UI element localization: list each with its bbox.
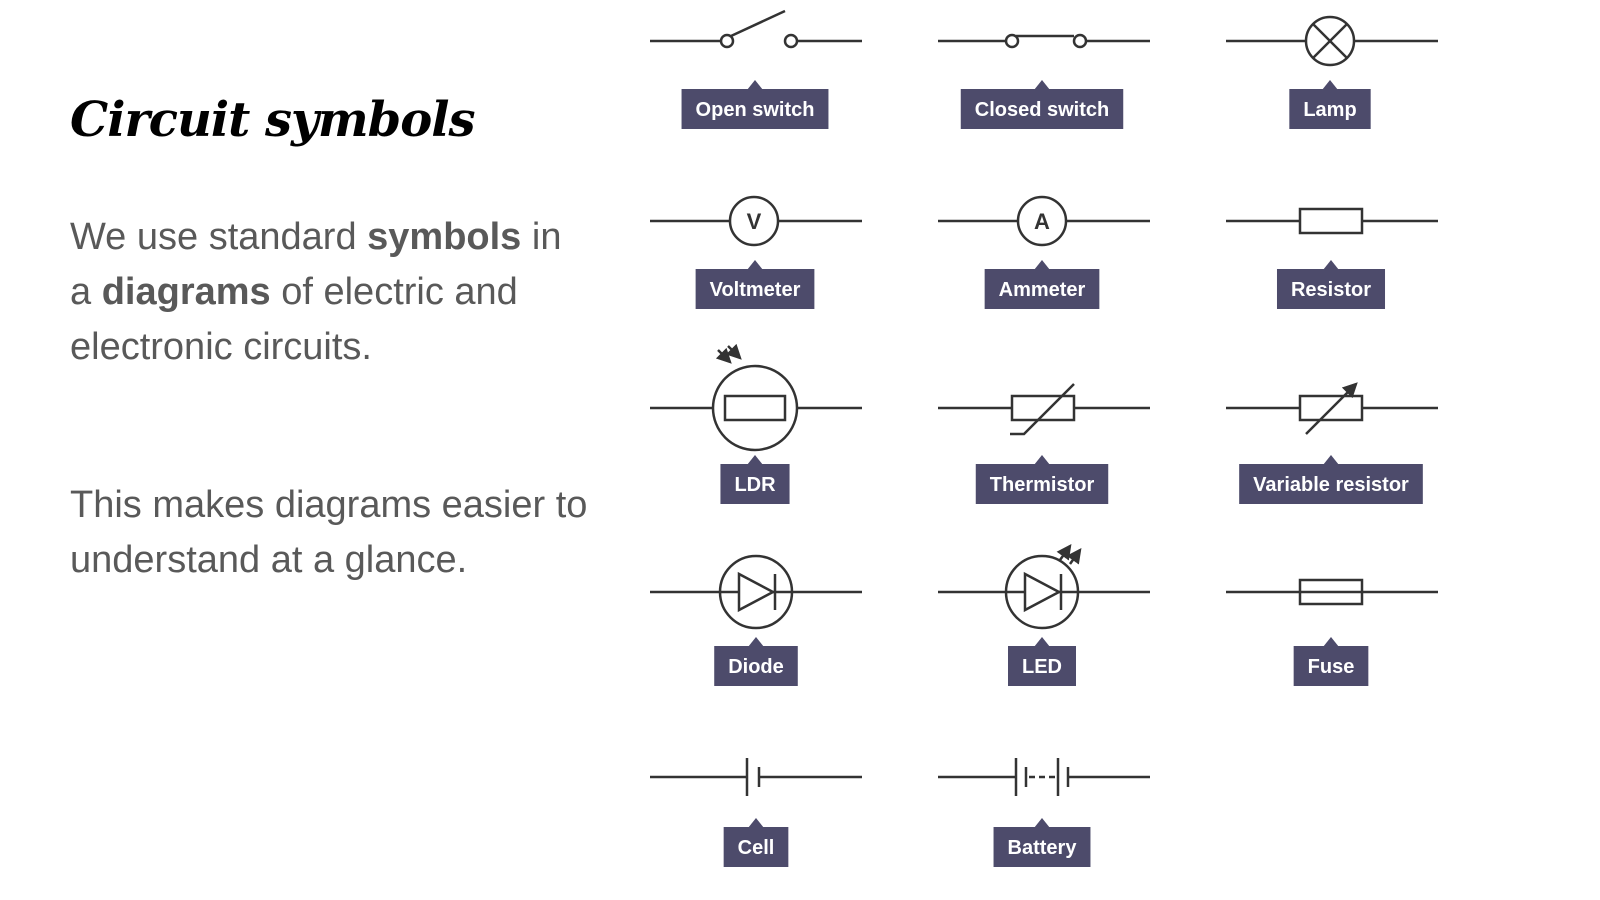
symbol-label-text: Voltmeter xyxy=(710,279,801,301)
symbol-label: LDR xyxy=(720,455,790,504)
battery-icon xyxy=(938,758,1150,796)
closed-switch-icon xyxy=(938,33,1150,49)
fuse-icon xyxy=(1226,578,1438,606)
symbol-label-text: Thermistor xyxy=(990,474,1095,496)
symbol-label-text: LED xyxy=(1022,656,1062,678)
symbol-label-text: Diode xyxy=(728,656,784,678)
voltmeter-icon: V xyxy=(650,195,862,247)
symbol-label: Open switch xyxy=(681,80,829,129)
symbol-label: Fuse xyxy=(1293,637,1369,686)
symbol-label: Thermistor xyxy=(975,455,1109,504)
symbol-label-text: Lamp xyxy=(1303,99,1356,121)
lamp-icon xyxy=(1226,15,1438,67)
intro-text-1: We use standard xyxy=(70,216,368,258)
symbol-label: Variable resistor xyxy=(1239,455,1423,504)
symbol-label-text: LDR xyxy=(734,474,776,496)
thermistor-icon xyxy=(938,383,1150,436)
resistor-icon xyxy=(1226,207,1438,235)
symbol-label: Closed switch xyxy=(960,80,1124,129)
symbol-label: Voltmeter xyxy=(695,260,815,309)
ammeter-glyph: A xyxy=(1034,209,1050,234)
symbol-label-text: Variable resistor xyxy=(1253,474,1409,496)
symbol-label-text: Resistor xyxy=(1291,279,1371,301)
ldr-icon xyxy=(650,343,862,452)
symbol-label-text: Battery xyxy=(1008,837,1078,859)
intro-bold-diagrams: diagrams xyxy=(101,271,271,313)
intro-text-2: in a xyxy=(70,216,562,313)
cell-icon xyxy=(650,758,862,796)
open-switch-icon xyxy=(650,9,862,49)
symbol-label: Ammeter xyxy=(984,260,1100,309)
intro-paragraph: We use standard symbols in a diagrams of… xyxy=(70,210,590,375)
symbol-label: Battery xyxy=(993,818,1091,867)
symbol-label: Cell xyxy=(723,818,789,867)
page-title: Circuit symbols xyxy=(70,92,476,148)
symbol-label-text: Open switch xyxy=(696,99,815,121)
symbol-label: Diode xyxy=(714,637,798,686)
symbol-label-text: Fuse xyxy=(1308,656,1355,678)
intro-text-3: of electric and electronic circuits. xyxy=(70,271,518,368)
explanation-paragraph: This makes diagrams easier to understand… xyxy=(70,484,588,581)
symbol-label-text: Closed switch xyxy=(975,99,1109,121)
symbol-label: Lamp xyxy=(1289,80,1371,129)
symbol-label-text: Cell xyxy=(738,837,775,859)
symbol-label-text: Ammeter xyxy=(999,279,1086,301)
ammeter-icon: A xyxy=(938,195,1150,247)
diode-icon xyxy=(650,554,862,630)
voltmeter-glyph: V xyxy=(747,209,762,234)
symbol-label: Resistor xyxy=(1276,260,1386,309)
variable-resistor-icon xyxy=(1226,382,1438,435)
intro-bold-symbols: symbols xyxy=(367,216,522,258)
led-icon xyxy=(938,543,1150,630)
symbol-label: LED xyxy=(1008,637,1076,686)
